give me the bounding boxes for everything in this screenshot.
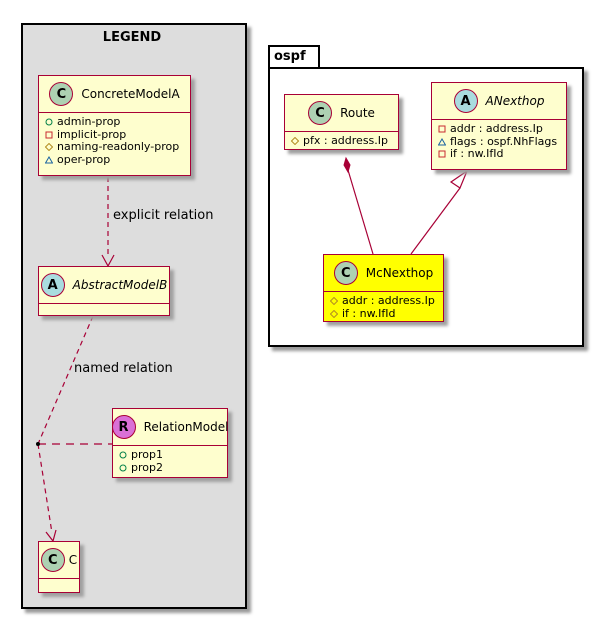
attribute-list: addr : address.Ip if : nw.IfId [324,292,443,323]
class-badge-icon: C [333,261,358,285]
class-badge-icon: C [308,101,333,125]
class-c[interactable]: C C [38,541,80,593]
protected-visibility-icon [329,309,339,318]
abstract-badge-icon: A [40,273,65,297]
relation-badge-icon: R [111,415,136,439]
explicit-relation-label: explicit relation [113,208,214,223]
class-anexthop[interactable]: A ANexthop addr : address.Ip flags : osp… [431,82,567,170]
class-header: A AbstractModelB [39,267,169,304]
attribute-text: naming-readonly-prop [57,140,180,153]
attribute: if : nw.IfId [437,147,561,161]
attribute: admin-prop [44,115,185,129]
attribute: flags : ospf.NhFlags [437,134,561,149]
named-relation-label: named relation [74,361,173,376]
class-name: C [68,553,78,567]
protected-visibility-icon [290,137,300,146]
inheritance-arrowhead [449,169,469,189]
protected-visibility-icon [329,297,339,306]
attribute-list: admin-prop implicit-prop naming-readonly… [39,113,190,169]
class-concrete-model-a[interactable]: C ConcreteModelA admin-prop implicit-pro… [38,75,191,176]
class-mcnexthop[interactable]: C McNexthop addr : address.Ip if : nw.If… [323,254,444,322]
attribute-text: prop2 [131,460,163,474]
private-visibility-icon [44,131,54,139]
class-name: ANexthop [485,94,545,108]
composition-line [347,169,374,255]
explicit-relation-arrowhead [101,254,115,268]
attribute-text: if : nw.IfId [342,306,396,320]
public-visibility-icon [118,451,128,459]
attribute-text: addr : address.Ip [342,294,435,307]
attribute-text: if : nw.IfId [450,147,504,160]
class-abstract-model-b[interactable]: A AbstractModelB [38,266,170,316]
package-visibility-icon [44,155,54,164]
named-relation-line [37,315,94,445]
attribute-text: prop1 [131,448,163,461]
attribute-list: pfx : address.Ip [285,132,398,151]
class-relation-model[interactable]: R RelationModel prop1 prop2 [111,408,229,478]
attribute: pfx : address.Ip [290,134,393,148]
attribute: oper-prop [44,152,185,167]
junction-dot [36,442,40,446]
attribute-text: pfx : address.Ip [303,134,389,147]
private-visibility-icon [437,150,447,158]
junction-to-c-line [37,443,53,534]
attribute-text: addr : address.Ip [450,122,543,135]
attribute: prop2 [118,460,222,475]
attribute: addr : address.Ip [329,294,438,308]
junction-to-c-arrowhead [45,529,57,543]
attribute: if : nw.IfId [329,306,438,321]
class-header: C Route [285,95,398,132]
abstract-badge-icon: A [453,89,478,113]
class-header: C McNexthop [324,255,443,292]
attribute: naming-readonly-prop [44,140,185,154]
class-header: C ConcreteModelA [39,76,190,113]
attribute-text: admin-prop [57,115,121,128]
class-badge-icon: C [49,82,74,106]
class-name: McNexthop [365,266,434,280]
class-name: RelationModel [143,420,229,434]
public-visibility-icon [118,464,128,472]
class-header: R RelationModel [111,409,229,446]
inheritance-line [410,187,461,255]
protected-visibility-icon [44,143,54,152]
private-visibility-icon [437,125,447,133]
attribute-text: flags : ospf.NhFlags [450,134,558,148]
class-name: ConcreteModelA [81,87,180,101]
package-visibility-icon [437,137,447,146]
package-tab-ospf: ospf [268,45,320,67]
class-name: Route [340,106,375,120]
class-route[interactable]: C Route pfx : address.Ip [284,94,399,150]
attribute-list: addr : address.Ip flags : ospf.NhFlags i… [432,120,566,164]
attribute-list: prop1 prop2 [113,446,227,477]
attribute: implicit-prop [44,127,185,142]
class-header: C C [39,542,79,579]
class-badge-icon: C [40,548,65,572]
attribute: prop1 [118,448,222,462]
attribute-text: oper-prop [57,152,111,166]
public-visibility-icon [44,118,54,126]
class-header: A ANexthop [432,83,566,120]
composition-diamond [343,156,351,174]
legend-title: LEGEND [102,30,162,45]
attribute-text: implicit-prop [57,127,127,141]
attribute: addr : address.Ip [437,122,561,136]
class-name: AbstractModelB [72,278,168,292]
